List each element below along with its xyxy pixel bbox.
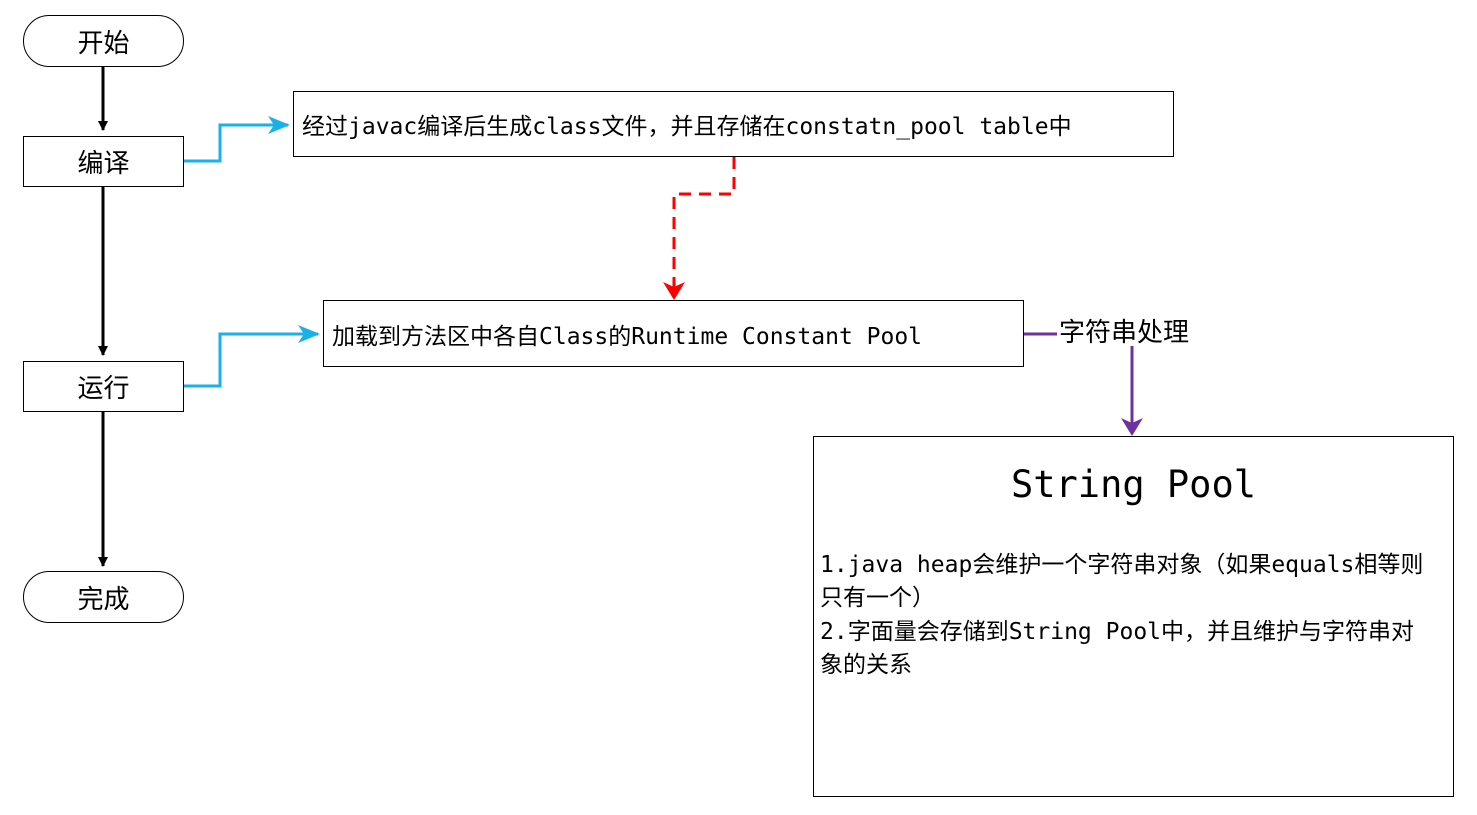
run-label: 运行 <box>77 374 130 404</box>
string-pool-item-1: 1.java heap会维护一个字符串对象（如果equals相等则只有一个） <box>820 552 1424 611</box>
string-pool-box: String Pool 1.java heap会维护一个字符串对象（如果equa… <box>813 436 1454 797</box>
string-pool-title: String Pool <box>1010 463 1257 506</box>
compile-note-text: 经过javac编译后生成class文件，并且存储在constatn_pool t… <box>302 114 1072 140</box>
compile-note-box: 经过javac编译后生成class文件，并且存储在constatn_pool t… <box>293 91 1174 157</box>
runtime-note-box: 加载到方法区中各自Class的Runtime Constant Pool <box>323 300 1024 367</box>
arrow-compile-to-note <box>184 116 290 163</box>
arrow-string-process <box>1024 332 1143 436</box>
start-label: 开始 <box>77 28 130 59</box>
compile-label: 编译 <box>77 149 130 179</box>
end-node: 完成 <box>23 571 184 623</box>
string-process-label: 字符串处理 <box>1057 318 1192 348</box>
string-pool-item-2: 2.字面量会存储到String Pool中，并且维护与字符串对象的关系 <box>820 619 1415 678</box>
arrow-run-to-note <box>184 325 320 388</box>
start-node: 开始 <box>23 15 184 67</box>
end-label: 完成 <box>77 584 130 615</box>
compile-node: 编译 <box>23 136 184 187</box>
runtime-note-text: 加载到方法区中各自Class的Runtime Constant Pool <box>332 323 923 350</box>
arrow-load-dashed <box>663 157 736 300</box>
run-node: 运行 <box>23 361 184 412</box>
